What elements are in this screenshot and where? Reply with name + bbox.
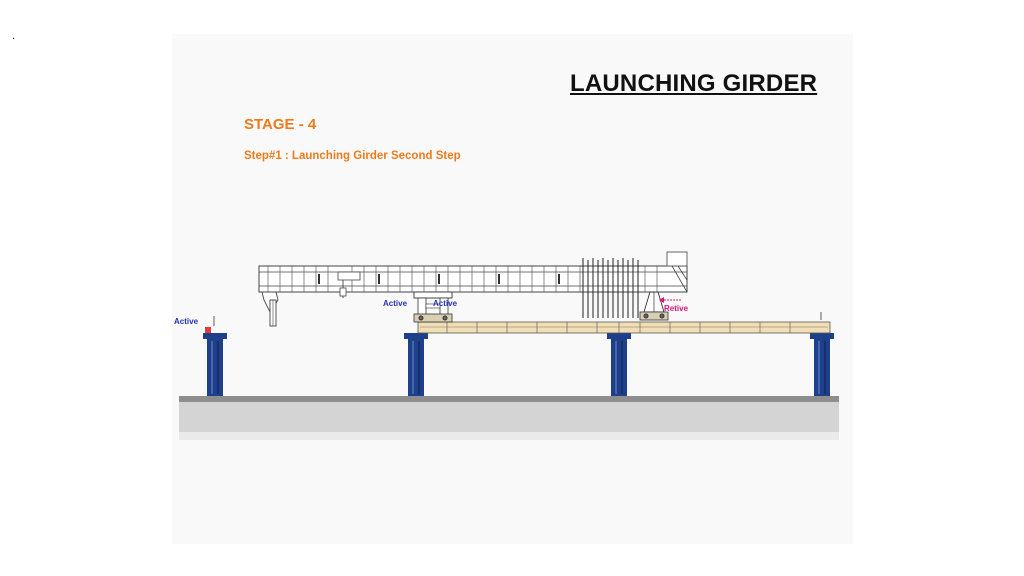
middle-support-leg [413, 291, 453, 323]
hoist-trolley [337, 271, 361, 298]
pier-3 [607, 333, 631, 396]
retive-label: Retive [664, 304, 689, 313]
rear-support-leg [261, 291, 279, 327]
retive-arrow-icon [659, 297, 682, 303]
corner-mark: . [12, 28, 16, 42]
pier-2 [404, 333, 428, 396]
page-title: LAUNCHING GIRDER [570, 70, 818, 97]
active-label-middle-1: Active [383, 299, 408, 308]
launching-girder-truss [258, 265, 688, 293]
ground [179, 396, 839, 440]
front-support-leg [639, 291, 669, 321]
operator-cabin [666, 251, 688, 267]
pier-4 [810, 333, 834, 396]
stage-heading: STAGE - 4 [244, 116, 317, 133]
active-label-pier-1: Active [174, 317, 199, 326]
step-heading: Step#1 : Launching Girder Second Step [244, 150, 461, 162]
pier-1 [203, 327, 227, 396]
pier-markers [213, 312, 822, 326]
segment-hangers [582, 258, 639, 318]
deck-span [417, 321, 831, 334]
active-label-middle-2: Active [433, 299, 458, 308]
